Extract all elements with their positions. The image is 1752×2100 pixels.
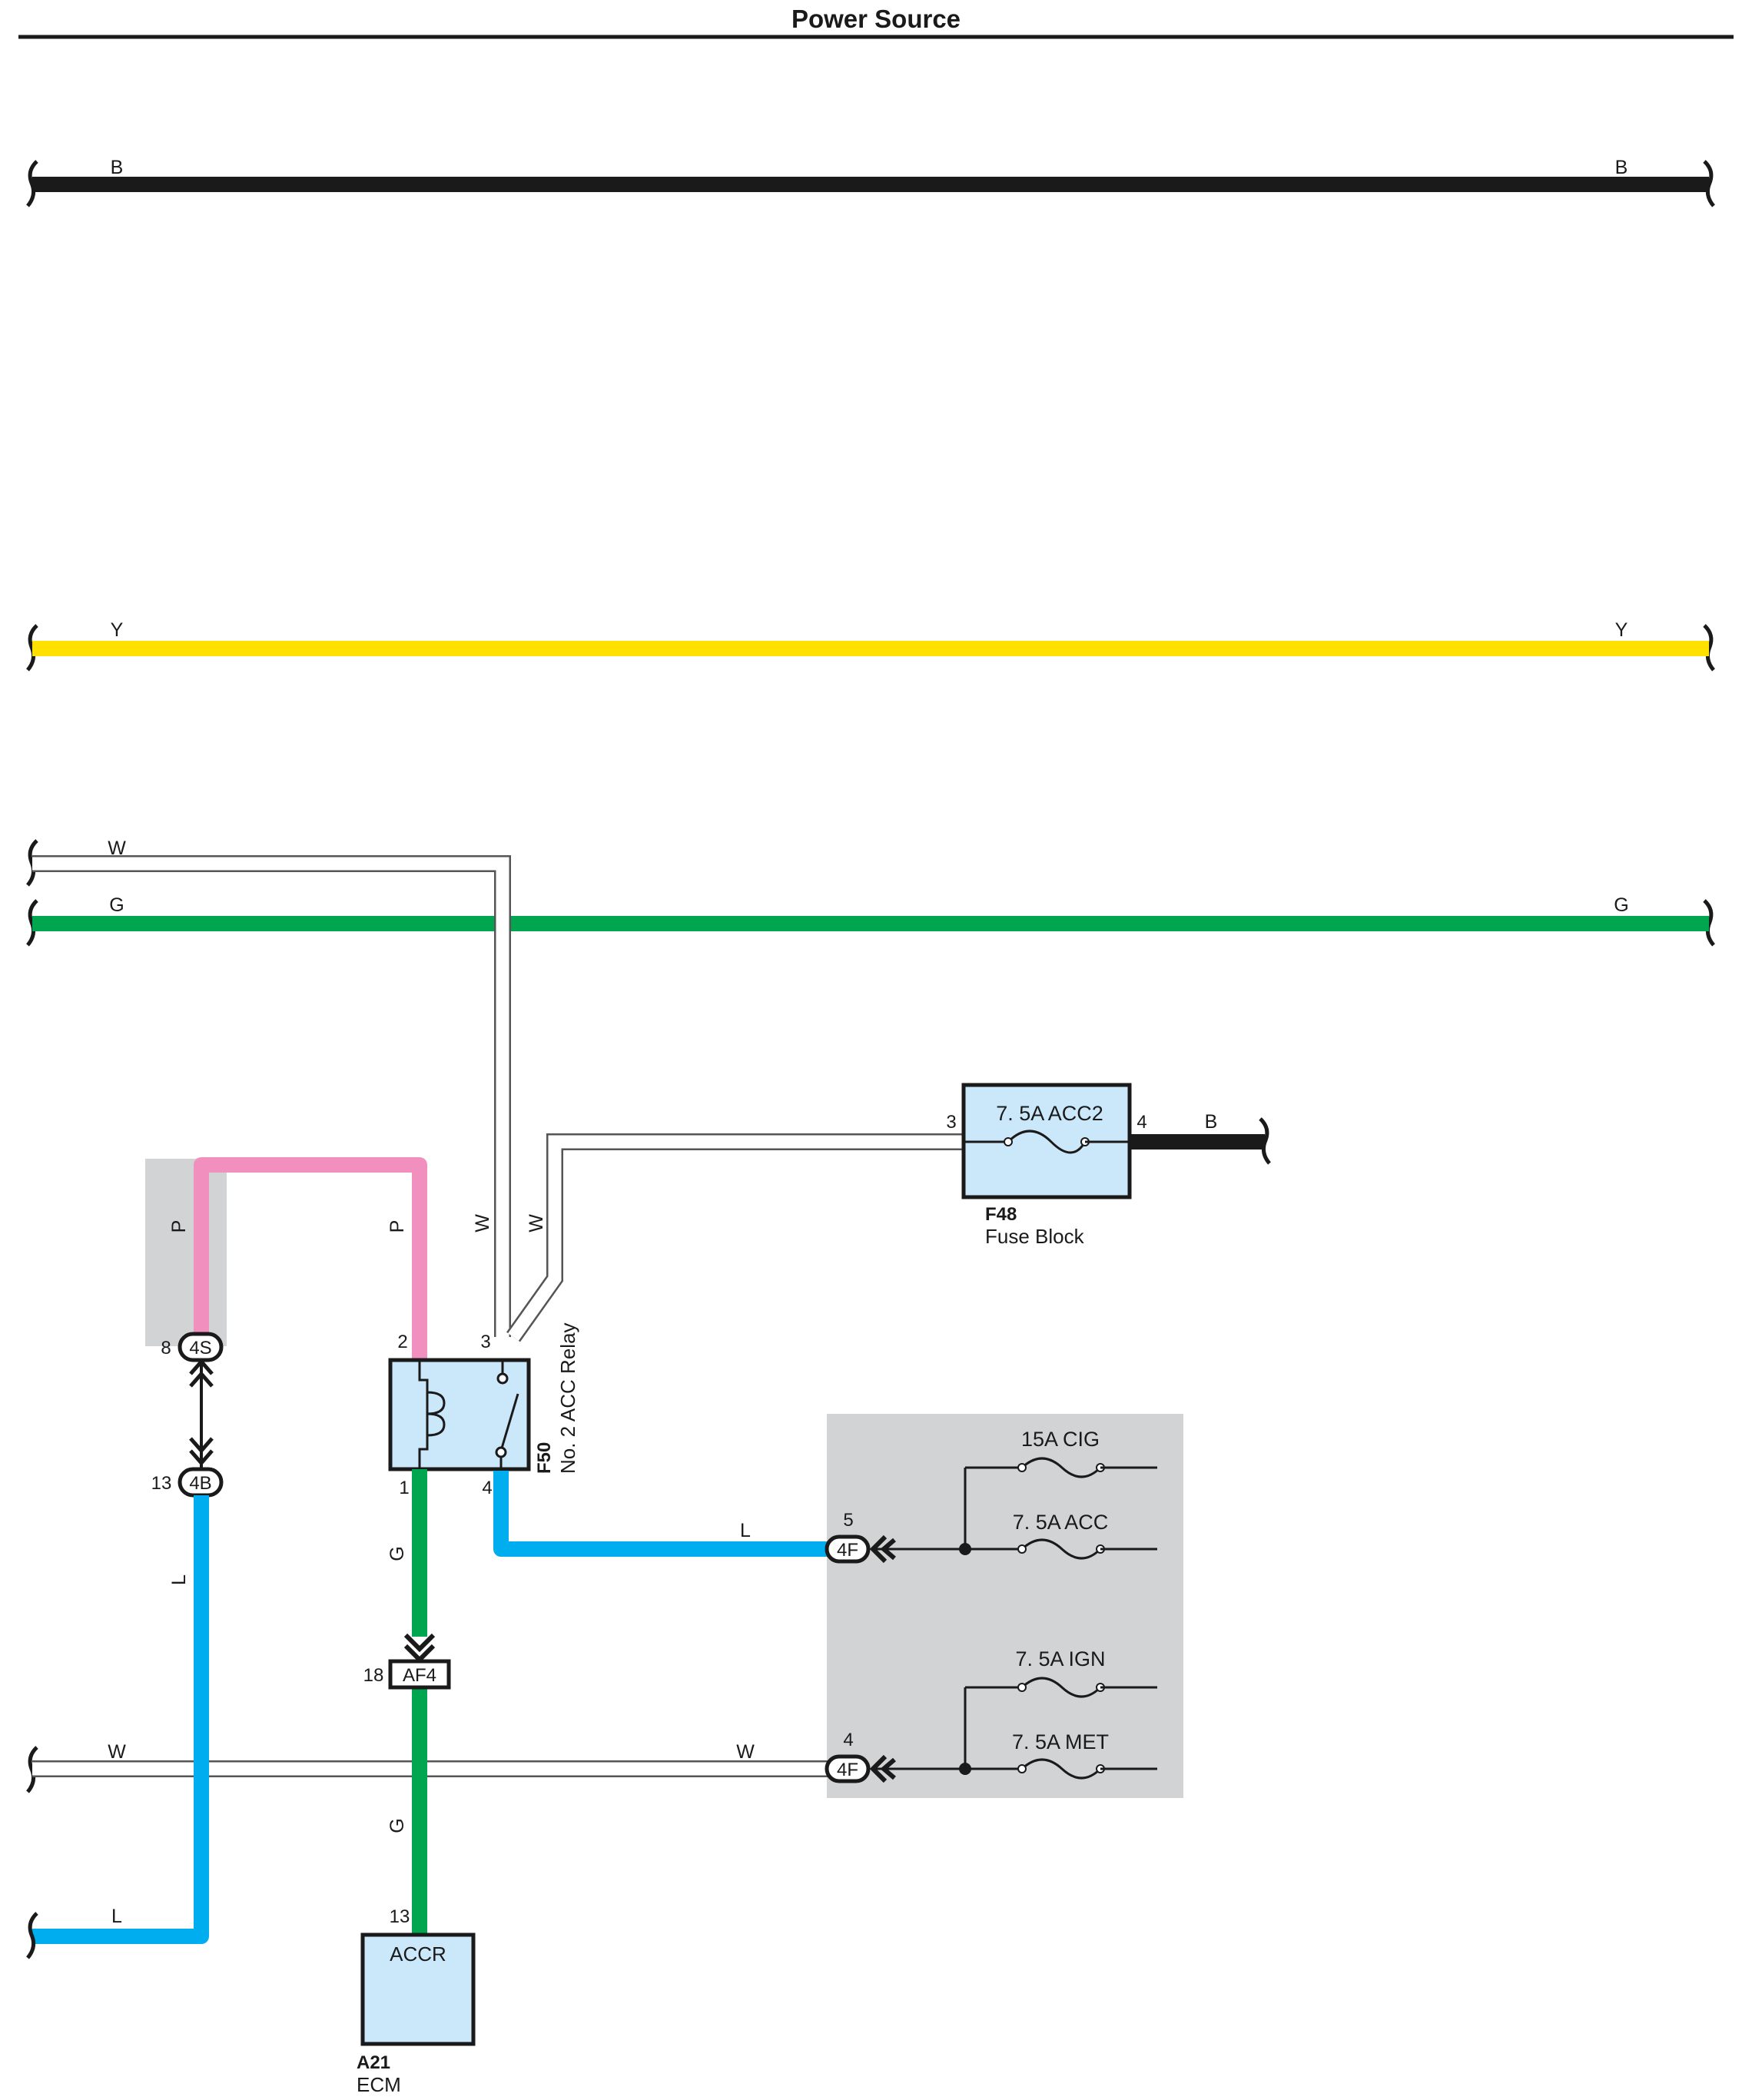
junction-4s-4b	[178, 1332, 224, 1498]
connector-af4-pin: 18	[363, 1665, 384, 1686]
wire-b-top	[26, 160, 1715, 207]
wire-l-left	[26, 1495, 209, 1959]
wire-l-relay-to-4f	[493, 1471, 833, 1557]
wire-label-y-right: Y	[1615, 619, 1628, 641]
wire-label-p-right: P	[387, 1220, 408, 1233]
wire-label-w-bottom-left: W	[108, 1741, 126, 1763]
wire-label-g-right: G	[1614, 894, 1628, 916]
wire-label-p-left: P	[168, 1220, 190, 1233]
fuse-f48-name: Fuse Block	[985, 1225, 1085, 1248]
junction-4s-label: 4S	[189, 1338, 211, 1359]
junction-4b-label: 4B	[189, 1473, 211, 1494]
fuse-f48-pin-in: 3	[946, 1112, 956, 1133]
page-title: Power Source	[791, 5, 961, 33]
connector-4f-lower-pin: 4	[843, 1730, 853, 1750]
junction-4s-4b-background	[145, 1159, 227, 1346]
relay-f50-pin-3: 3	[480, 1332, 490, 1352]
ecm-a21-pin: 13	[390, 1906, 410, 1927]
wire-label-g-left: G	[109, 894, 124, 916]
fuse-block-right	[825, 1457, 1157, 1783]
wire-label-y-left: Y	[111, 619, 124, 641]
relay-f50-pin-1: 1	[399, 1478, 409, 1498]
ecm-a21-name: ECM	[357, 2073, 401, 2096]
junction-4b-pin: 13	[151, 1473, 172, 1494]
wire-label-w-bottom-right: W	[736, 1741, 755, 1763]
wire-w-bottom	[26, 1746, 833, 1793]
connector-af4-label: AF4	[403, 1665, 436, 1686]
wire-g	[26, 899, 1715, 947]
wire-label-l-vert: L	[168, 1574, 190, 1585]
ecm-a21-terminal: ACCR	[390, 1942, 446, 1966]
connector-4f-lower-label: 4F	[837, 1760, 858, 1780]
wire-label-g-vert-1: G	[387, 1546, 408, 1561]
fuse-7-5a-met: 7. 5A MET	[1012, 1730, 1109, 1753]
fuse-7-5a-acc: 7. 5A ACC	[1013, 1511, 1109, 1534]
connector-4f-upper-label: 4F	[837, 1540, 858, 1561]
wire-label-w-vert-1: W	[472, 1214, 493, 1232]
fuse-f48-code: F48	[985, 1204, 1017, 1225]
fuse-f48-label: 7. 5A ACC2	[996, 1102, 1103, 1125]
relay-f50-pin-4: 4	[482, 1478, 492, 1498]
relay-f50-name: No. 2 ACC Relay	[556, 1322, 579, 1474]
connector-af4	[388, 1633, 451, 1690]
connector-4f-upper-pin: 5	[843, 1510, 853, 1531]
fuse-block-f48	[961, 1083, 1132, 1199]
wire-label-g-vert-2: G	[387, 1818, 408, 1833]
wire-y	[26, 624, 1715, 672]
wire-label-l-horiz: L	[740, 1520, 751, 1541]
wire-w-top	[26, 839, 511, 1337]
wire-label-w-vert-2: W	[526, 1214, 547, 1232]
ecm-a21	[360, 1932, 476, 2046]
relay-f50-code: F50	[534, 1442, 555, 1474]
ecm-a21-code: A21	[357, 2052, 390, 2073]
wire-p	[194, 1157, 427, 1359]
wire-label-b-fuse-out: B	[1205, 1111, 1218, 1133]
wire-w-fuse-to-relay	[506, 1133, 964, 1342]
wire-label-w-top-left: W	[108, 838, 126, 859]
junction-4s-pin: 8	[161, 1338, 171, 1359]
fuse-7-5a-ign: 7. 5A IGN	[1015, 1647, 1105, 1670]
relay-f50-pin-2: 2	[397, 1332, 407, 1352]
fuse-f48-pin-out: 4	[1136, 1112, 1146, 1133]
fuse-block-right-background	[827, 1414, 1183, 1798]
wire-label-b-left: B	[111, 157, 124, 178]
wire-label-b-right: B	[1615, 157, 1628, 178]
fuse-15a-cig: 15A CIG	[1021, 1428, 1100, 1451]
relay-f50	[388, 1358, 531, 1471]
wire-b-fuse-out	[1130, 1117, 1271, 1165]
wire-label-l-bottom-left: L	[111, 1906, 122, 1927]
